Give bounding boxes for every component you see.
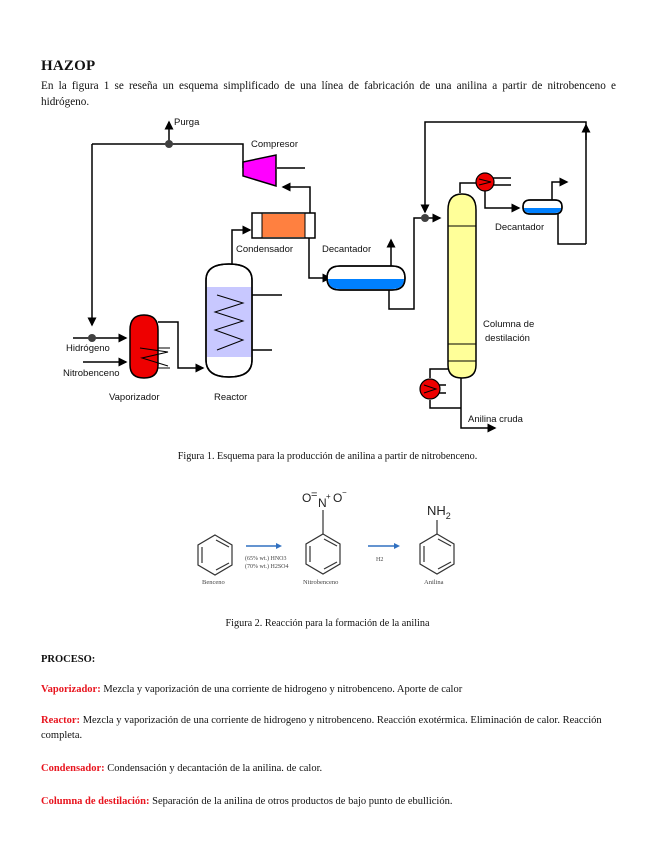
process-text: Separación de la anilina de otros produc…: [149, 796, 453, 807]
process-item-columna: Columna de destilación: Separación de la…: [41, 794, 626, 809]
nitro-double-bond: =: [311, 489, 317, 501]
top-cooler-icon: [475, 172, 495, 192]
process-key: Columna de destilación:: [41, 796, 150, 807]
reactor-to-condenser-line: [231, 225, 252, 265]
nitro-n: N: [318, 496, 327, 510]
figure2-caption: Figura 2. Reacción para la formación de …: [225, 618, 430, 629]
label-condensador: Condensador: [236, 244, 293, 255]
decanter2-icon: [522, 199, 563, 215]
aniline-ring: [419, 520, 455, 575]
label-decantador-1: Decantador: [322, 244, 371, 255]
reaction-scheme: O = N + O − NH2 (65% wt.) HNO3 (70% wt.)…: [197, 488, 455, 586]
reagent-2: (70% wt.) H2SO4: [245, 563, 289, 570]
process-flow-diagram: Purga Compresor Condensador Decantador D…: [63, 117, 591, 433]
purge-junction: [165, 140, 173, 148]
process-heading: PROCESO:: [41, 654, 96, 665]
bottoms-line: [460, 378, 497, 433]
label-decantador-2: Decantador: [495, 222, 544, 233]
decanter1-to-column-line: [388, 213, 442, 310]
vaporizer-icon: [129, 314, 170, 379]
label-anilina-cruda: Anilina cruda: [468, 414, 524, 425]
column-top-line: [459, 182, 476, 193]
label-nitrobenceno-mol: Nitrobenceno: [303, 579, 338, 586]
figure1-caption: Figura 1. Esquema para la producción de …: [177, 451, 478, 462]
nitro-o-left: O: [302, 491, 311, 505]
label-anilina: Anilina: [424, 579, 444, 586]
reagent-1: (65% wt.) HNO3: [245, 555, 287, 562]
feed-junction: [421, 214, 429, 222]
label-compresor: Compresor: [251, 139, 298, 150]
label-benceno: Benceno: [202, 579, 225, 586]
decanter1-icon: [326, 265, 406, 291]
condenser-to-compressor-line: [281, 182, 311, 218]
label-vaporizador: Vaporizador: [109, 392, 160, 403]
amine-nh: NH: [427, 503, 446, 518]
document-title: HAZOP: [41, 58, 96, 74]
compressor-icon: [242, 154, 277, 188]
amine-sub: 2: [446, 511, 451, 521]
process-item-condensador: Condensador: Condensación y decantación …: [41, 761, 626, 776]
nitro-plus: +: [326, 492, 331, 501]
amine-group: NH2: [427, 503, 451, 521]
reboiler-loop-line: [429, 368, 461, 409]
label-reactor: Reactor: [214, 392, 247, 403]
reactor-icon: [205, 263, 253, 378]
reflux-loop-line: [420, 121, 587, 244]
condenser-icon: [251, 212, 316, 239]
benzene-ring: [197, 534, 233, 576]
nitro-o-right: O: [333, 491, 342, 505]
process-item-reactor: Reactor: Mezcla y vaporización de una co…: [41, 713, 626, 743]
distillation-column-icon: [447, 193, 477, 379]
decanter2-vent-line: [551, 177, 569, 200]
nitrobenzene-ring: [305, 510, 341, 575]
recycle-top-line: [92, 143, 244, 168]
label-nitrobenceno: Nitrobenceno: [63, 368, 120, 379]
condenser-to-decanter-line: [308, 238, 332, 283]
nitro-minus: −: [342, 488, 347, 497]
hydrogen-junction: [88, 334, 96, 342]
process-key: Reactor:: [41, 715, 81, 726]
reagent-3: H2: [376, 557, 383, 563]
process-text: Condensación y decantación de la anilina…: [104, 763, 323, 774]
cooler-to-decanter2-line: [484, 190, 521, 213]
intro-paragraph: En la figura 1 se reseña un esquema simp…: [41, 80, 616, 108]
label-purga: Purga: [174, 117, 200, 128]
process-key: Vaporizador:: [41, 684, 101, 695]
process-item-vaporizador: Vaporizador: Mezcla y vaporización de un…: [41, 682, 626, 697]
label-columna-1: Columna de: [483, 319, 534, 330]
label-hidrogeno: Hidrógeno: [66, 343, 110, 354]
reboiler-icon: [419, 378, 441, 400]
decanter2-return-line: [557, 213, 586, 245]
process-text: Mezcla y vaporización de una corriente d…: [41, 715, 602, 741]
label-columna-2: destilación: [485, 333, 530, 344]
vaporizer-to-reactor-line: [158, 321, 205, 373]
process-key: Condensador:: [41, 763, 105, 774]
process-text: Mezcla y vaporización de una corriente d…: [100, 684, 463, 695]
